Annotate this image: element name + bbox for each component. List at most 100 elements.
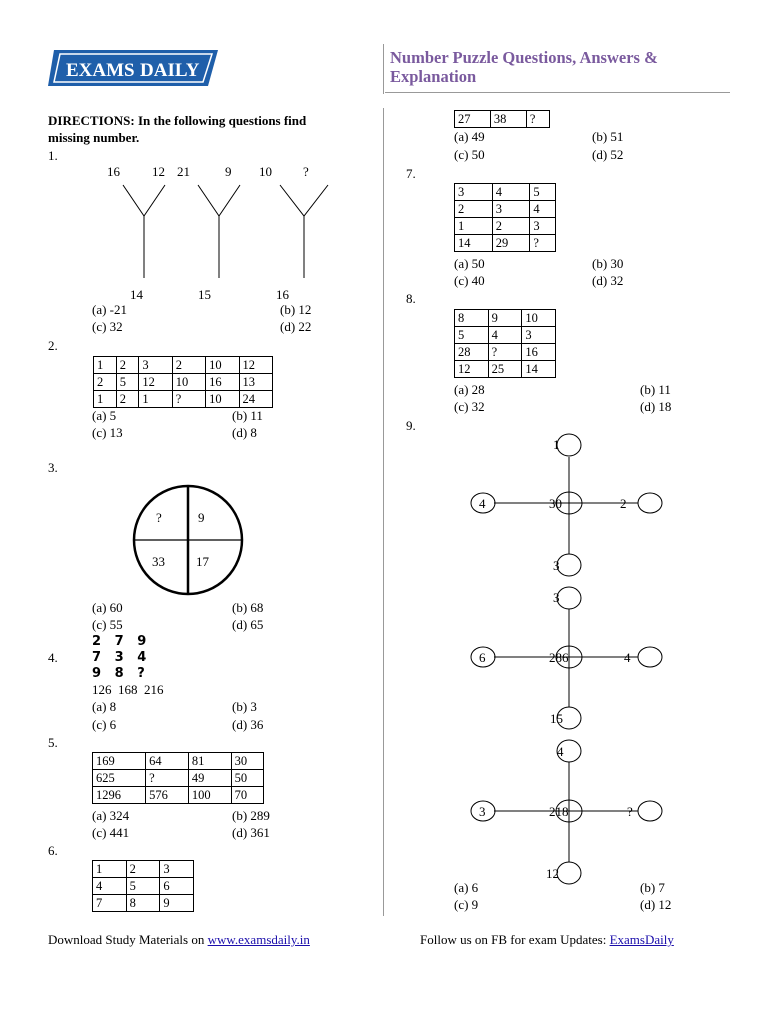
q4-option: (a) 8 (92, 699, 117, 714)
logo-text-exams: EXAMS (66, 60, 135, 81)
q3-quadrant: ? (156, 510, 162, 525)
table-cell: 3 (454, 183, 493, 201)
header-underline (385, 92, 730, 93)
table-cell: 49 (187, 769, 232, 787)
q1-option: (a) -21 (92, 302, 128, 317)
q3-circle-diagram: ? 9 33 17 (132, 484, 244, 596)
q1-option: (b) 12 (280, 302, 312, 317)
directions-text-2: missing number. (48, 130, 140, 145)
table-cell: 169 (91, 752, 147, 770)
page-title: Number Puzzle Questions, Answers & Expla… (390, 48, 658, 86)
q9-node-value: 286 (549, 650, 569, 665)
q9-number: 9. (406, 418, 416, 433)
q9-option: (c) 9 (454, 897, 479, 912)
q5-number: 5. (48, 735, 58, 750)
q1-bottom-value: 16 (276, 287, 290, 302)
table-cell: 12 (454, 360, 489, 378)
q9-cross-diagrams: 1 4 30 2 3 3 6 286 4 15 4 3 218 ? 12 (470, 433, 663, 885)
q9-option: (d) 12 (640, 897, 672, 912)
website-link[interactable]: www.examsdaily.in (207, 932, 310, 947)
examsdaily-logo: EXAMS DAILY (48, 50, 218, 86)
table-cell: 3 (159, 860, 194, 878)
table-cell: 1 (92, 860, 127, 878)
q4-option: (d) 36 (232, 717, 264, 732)
q9-node-value: 6 (479, 650, 486, 665)
column-divider (383, 108, 384, 916)
q7-option: (b) 30 (592, 256, 624, 271)
table-row: 28?16 (454, 343, 556, 361)
q7-option: (a) 50 (454, 256, 485, 271)
table-cell: 100 (187, 786, 232, 804)
table-cell: 8 (454, 309, 489, 327)
q9-option: (a) 6 (454, 880, 479, 895)
header-divider (383, 44, 384, 94)
table-cell: 1 (138, 390, 173, 408)
q1-bottom-value: 15 (198, 287, 211, 302)
table-cell: 5 (115, 373, 140, 391)
q9-node-value: 12 (546, 866, 559, 881)
table-cell: 3 (138, 356, 173, 374)
q2-option: (c) 13 (92, 425, 123, 440)
table-cell: 5 (529, 183, 556, 201)
q3-option: (c) 55 (92, 617, 123, 632)
q9-option: (b) 7 (640, 880, 665, 895)
q4-number: 4. (48, 650, 58, 665)
table-cell: 2 (454, 200, 493, 218)
directions: DIRECTIONS: In the following questions f… (48, 112, 360, 146)
q1-option: (d) 22 (280, 319, 312, 334)
table-cell: 1296 (91, 786, 147, 804)
q8-option: (a) 28 (454, 382, 485, 397)
table-cell: 4 (491, 183, 531, 201)
table-cell: ? (145, 769, 189, 787)
table-cell: 8 (125, 894, 161, 912)
table-cell: 2 (93, 373, 117, 391)
q1-top-value: 9 (225, 164, 232, 179)
footer-right: Follow us on FB for exam Updates: ExamsD… (420, 932, 674, 948)
table-cell: 3 (491, 200, 531, 218)
facebook-link[interactable]: ExamsDaily (609, 932, 674, 947)
q8-option: (b) 11 (640, 382, 671, 397)
q8-option: (d) 18 (640, 399, 672, 414)
q3-option: (d) 65 (232, 617, 264, 632)
table-cell: 38 (489, 110, 527, 128)
q9-node-value: 3 (479, 804, 486, 819)
footer-right-text: Follow us on FB for exam Updates: (420, 932, 610, 947)
q9-node-value: 15 (550, 711, 563, 726)
directions-text: In the following questions find (137, 113, 307, 128)
logo-text-daily: DAILY (140, 60, 200, 81)
table-cell: 576 (145, 786, 189, 804)
table-cell: 625 (91, 769, 147, 787)
q1-number: 1. (48, 148, 58, 163)
table-cell: 16 (205, 373, 240, 391)
table-cell: 24 (238, 390, 274, 408)
table-cell: 7 (92, 894, 127, 912)
q9-node-value: 1 (553, 437, 560, 452)
footer-left: Download Study Materials on www.examsdai… (48, 932, 310, 948)
q9-node-value: 3 (553, 558, 560, 573)
q4-values: 126 168 216 (92, 682, 164, 697)
table-cell: 4 (487, 326, 523, 344)
q3-quadrant: 33 (152, 554, 165, 569)
table-cell: 30 (230, 752, 265, 770)
table-cell: 2 (125, 860, 161, 878)
table-cell: 2 (115, 390, 140, 408)
table-cell: 64 (145, 752, 189, 770)
q2-option: (b) 11 (232, 408, 263, 423)
q3-quadrant: 9 (198, 510, 205, 525)
q7-option: (c) 40 (454, 273, 485, 288)
q9-node-value: 2 (620, 496, 627, 511)
table-cell: 70 (230, 786, 265, 804)
